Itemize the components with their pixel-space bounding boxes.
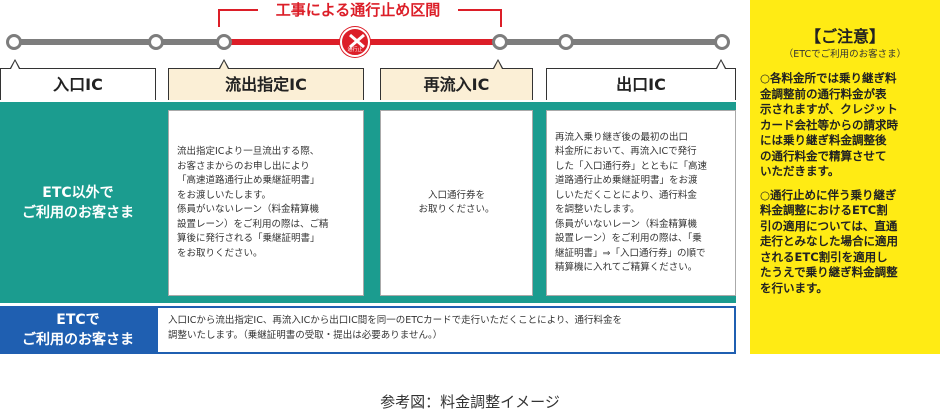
figure-caption: 参考図：料金調整イメージ <box>380 393 560 411</box>
notice-title: 【ご注意】 <box>804 27 885 46</box>
non-etc-exit-designated-ic-text: 流出指定ICより一旦流出する際、 お客さまからのお申し出により 「高速道路通行止… <box>168 110 364 296</box>
node-reentry-ic <box>492 34 508 50</box>
non-etc-exit-ic-body: 再流入乗り継ぎ後の最初の出口 料金所において、再流入ICで発行 した「入口通行券… <box>555 131 708 274</box>
point-entry-ic: 入口IC <box>0 68 156 100</box>
node-5 <box>558 34 574 50</box>
node-2 <box>148 34 164 50</box>
point-exit-designated-ic: 流出指定IC <box>168 68 364 100</box>
row-label-etc: ETCで ご利用のお客さま <box>0 306 156 354</box>
road-closed-sign-text: 通行止 <box>347 47 363 53</box>
point-pointer <box>717 61 725 69</box>
etc-description: 入口ICから流出指定IC、再流入ICから出口IC間を同一のETCカードで走行いた… <box>168 315 623 341</box>
non-etc-exit-designated-ic-body: 流出指定ICより一旦流出する際、 お客さまからのお申し出により 「高速道路通行止… <box>177 146 329 259</box>
road-closed-sign-icon: 通行止 <box>340 27 370 57</box>
notice-paragraph-1: ○各料金所では乗り継ぎ料 金調整前の通行料金が表 示されますが、クレジット カー… <box>760 71 898 178</box>
route-line-right <box>500 39 722 45</box>
point-pointer <box>11 61 19 69</box>
closed-section-label: 工事による通行止め区間 <box>258 0 458 22</box>
point-reentry-ic: 再流入IC <box>380 68 533 100</box>
etc-band <box>156 306 736 354</box>
notice-paragraph-2: ○通行止めに伴う乗り継ぎ 料金調整におけるETC割 引の適用については、直通 走… <box>760 187 898 295</box>
point-pointer <box>220 61 228 69</box>
node-exit-designated-ic <box>216 34 232 50</box>
point-exit-ic: 出口IC <box>546 68 736 100</box>
node-entry-ic <box>6 34 22 50</box>
flow-arrow <box>366 184 378 220</box>
non-etc-reentry-ic-body: 入口通行券を お取りください。 <box>418 189 495 216</box>
flow-arrow <box>534 184 546 220</box>
non-etc-reentry-ic-text: 入口通行券を お取りください。 <box>380 110 533 296</box>
point-pointer <box>494 61 502 69</box>
node-exit-ic <box>714 34 730 50</box>
notice-subtitle: （ETCでご利用のお客さま） <box>783 49 907 60</box>
route-line-left <box>15 39 225 45</box>
non-etc-exit-ic-text: 再流入乗り継ぎ後の最初の出口 料金所において、再流入ICで発行 した「入口通行券… <box>546 110 736 296</box>
notice-panel: 【ご注意】 （ETCでご利用のお客さま） ○各料金所では乗り継ぎ料 金調整前の通… <box>750 0 940 354</box>
row-label-non-etc: ETC以外で ご利用のお客さま <box>0 102 156 303</box>
